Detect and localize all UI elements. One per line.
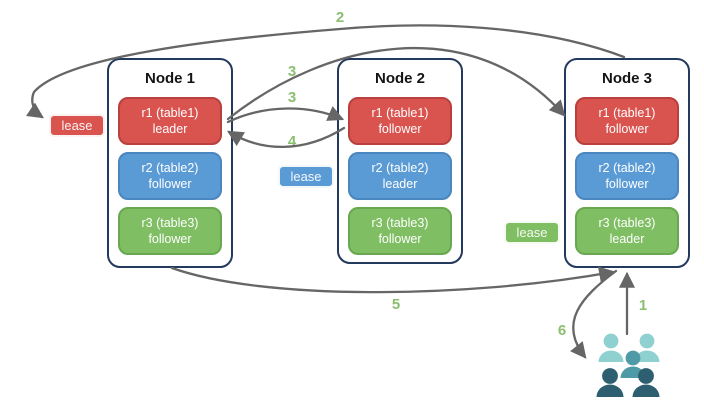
user-dark-left [596, 368, 624, 397]
replica-range: r1 (table1) [371, 105, 429, 120]
replica-role: leader [152, 122, 188, 136]
node1-replica-r3: r3 (table3) follower [118, 207, 222, 255]
step-label-6: 6 [557, 322, 567, 339]
node3-replica-r2: r2 (table2) follower [575, 152, 679, 200]
replica-range: r1 (table1) [141, 105, 199, 120]
replica-role: follower [378, 122, 422, 136]
node3-replica-r3: r3 (table3) leader [575, 207, 679, 255]
node-3: Node 3 r1 (table1) follower r2 (table2) … [564, 58, 690, 268]
node-3-title: Node 3 [601, 70, 652, 87]
replica-role: leader [382, 177, 418, 191]
node2-replica-r3: r3 (table3) follower [348, 207, 452, 255]
user-dark-right [632, 368, 660, 397]
step-label-3a: 3 [287, 63, 297, 80]
user-light-left [598, 333, 624, 362]
node2-replica-r2: r2 (table2) leader [348, 152, 452, 200]
step-label-3b: 3 [287, 89, 297, 106]
replica-range: r2 (table2) [141, 160, 199, 175]
lease-badge-table2: lease [278, 165, 334, 188]
replica-role: follower [605, 122, 649, 136]
lease-badge-table1: lease [49, 114, 105, 137]
lease-badge-table3: lease [504, 221, 560, 244]
node-2: Node 2 r1 (table1) follower r2 (table2) … [337, 58, 463, 264]
node2-replica-r1: r1 (table1) follower [348, 97, 452, 145]
replica-range: r2 (table2) [371, 160, 429, 175]
step-label-5: 5 [391, 296, 401, 313]
arrow-step-5-node1-to-node3 [170, 266, 616, 294]
arrow-step-3-leader-to-node2 [226, 106, 345, 124]
replica-range: r3 (table3) [141, 215, 199, 230]
replica-role: leader [609, 232, 645, 246]
node3-replica-r1: r1 (table1) follower [575, 97, 679, 145]
node1-replica-r1: r1 (table1) leader [118, 97, 222, 145]
user-light-right [634, 333, 660, 362]
arrow-step-6-node3-to-users [570, 269, 618, 359]
replica-range: r1 (table1) [598, 105, 656, 120]
replica-role: follower [605, 177, 649, 191]
node1-replica-r2: r2 (table2) follower [118, 152, 222, 200]
replica-role: follower [148, 232, 192, 246]
node-1: Node 1 r1 (table1) leader r2 (table2) fo… [107, 58, 233, 268]
node-1-title: Node 1 [144, 70, 195, 87]
step-label-2: 2 [335, 9, 345, 26]
replica-range: r3 (table3) [598, 215, 656, 230]
step-label-1: 1 [638, 297, 648, 314]
step-label-4: 4 [287, 133, 297, 150]
replica-role: follower [378, 232, 422, 246]
node-2-title: Node 2 [374, 70, 425, 87]
replica-range: r2 (table2) [598, 160, 656, 175]
users-icon [596, 333, 660, 397]
replica-range: r3 (table3) [371, 215, 429, 230]
user-medium-center [620, 350, 646, 378]
replica-role: follower [148, 177, 192, 191]
